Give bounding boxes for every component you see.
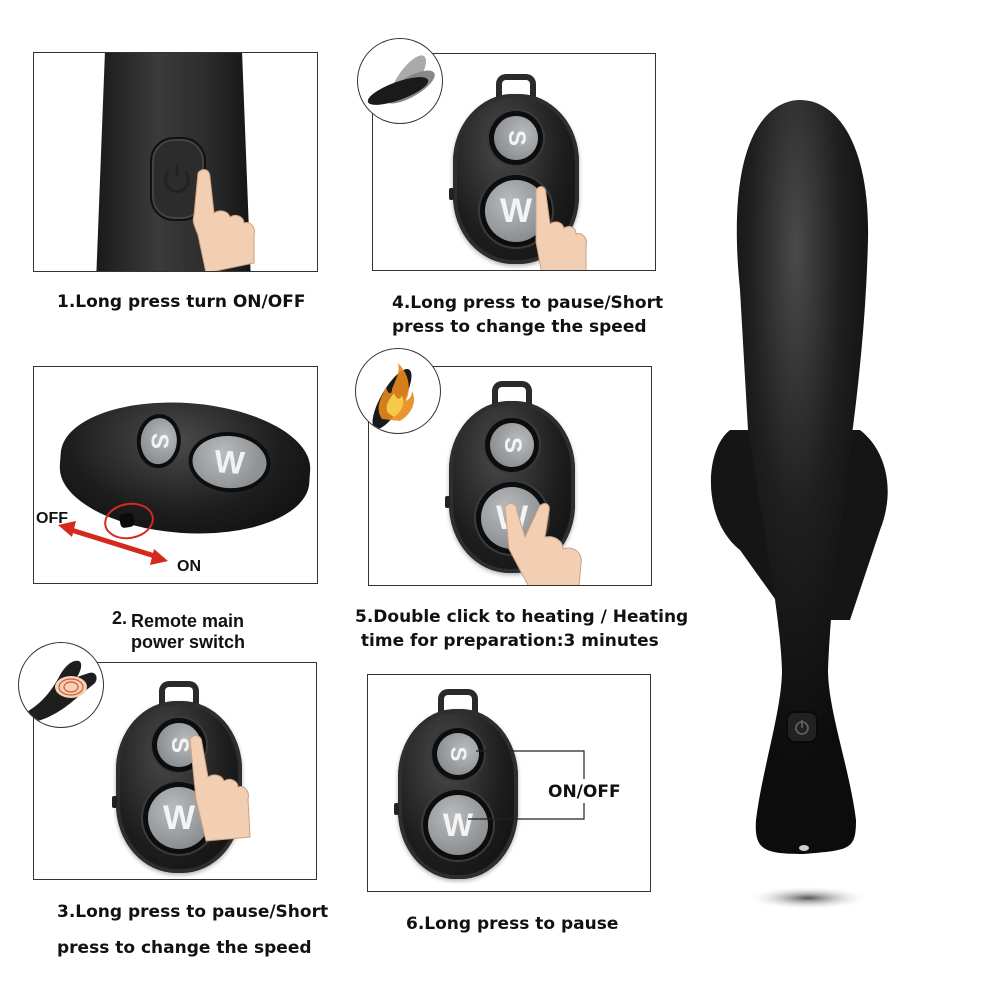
step-1-caption: 1.Long press turn ON/OFF (57, 292, 306, 312)
pointing-hand-icon (192, 169, 255, 271)
heating-inset (355, 348, 441, 434)
power-icon (164, 167, 190, 193)
w-button[interactable]: W (428, 795, 488, 855)
flame-icon (372, 363, 415, 429)
step-2-caption-line-1: Remote main (131, 611, 245, 631)
remote-loop (496, 74, 536, 104)
product-image (710, 100, 888, 910)
stimulation-icon (25, 660, 97, 723)
pointing-hand-icon (535, 186, 587, 270)
remote-control: S W (394, 689, 518, 879)
step-4-caption-line-2: press to change the speed (392, 317, 647, 337)
step-3-caption-line-2: press to change the speed (57, 938, 312, 958)
s-button[interactable]: S (139, 416, 179, 466)
off-label: OFF (36, 510, 68, 527)
pointing-hand-icon (189, 735, 251, 842)
vibration-icon (367, 55, 435, 105)
remote-side-switch[interactable] (394, 802, 399, 815)
remote-side-switch[interactable] (112, 795, 117, 808)
step-2-caption-line-2: power switch (131, 632, 246, 652)
on-label: ON (177, 558, 201, 575)
remote-loop (159, 681, 199, 711)
step-6-panel: S W ON/OFF (367, 674, 651, 892)
double-arrow-icon (58, 521, 168, 565)
remote-loop (492, 381, 532, 411)
two-finger-hand-icon (504, 503, 582, 585)
remote-side-switch[interactable] (449, 187, 454, 200)
s-button[interactable]: S (494, 116, 538, 160)
remote-side-switch[interactable] (445, 495, 450, 508)
step-2-panel: S W OFF ON (33, 366, 318, 584)
remote-loop (438, 689, 478, 719)
step-5-caption-line-2: time for preparation:3 minutes (355, 631, 659, 651)
vibration-inset (357, 38, 443, 124)
w-button[interactable]: W (190, 433, 269, 491)
callout-bracket (468, 750, 585, 820)
step-5-caption-line-1: 5.Double click to heating / Heating (355, 607, 689, 627)
on-off-callout-label: ON/OFF (548, 782, 621, 802)
step-1-panel (33, 52, 318, 272)
step-3-panel: S W (33, 662, 317, 880)
stimulation-inset (18, 642, 104, 728)
charging-port (799, 845, 809, 851)
step-2-number: 2. (112, 608, 128, 628)
s-button[interactable]: S (490, 423, 534, 467)
step-6-caption: 6.Long press to pause (406, 914, 619, 934)
step-3-caption-line-1: 3.Long press to pause/Short (57, 902, 329, 922)
step-4-caption-line-1: 4.Long press to pause/Short (392, 293, 664, 313)
